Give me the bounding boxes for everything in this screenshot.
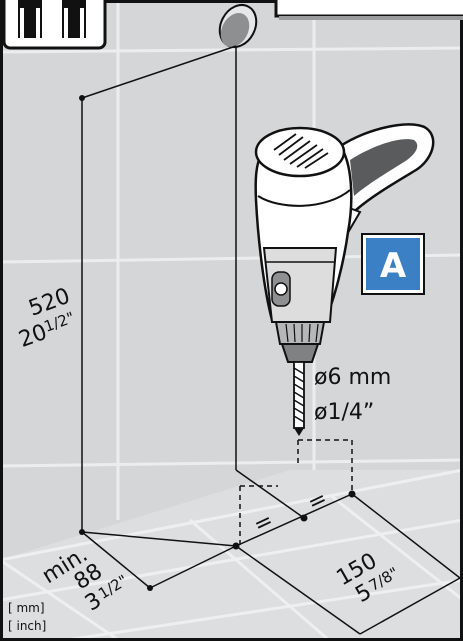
badge-letter: A	[380, 246, 407, 286]
wall-hole-icon	[218, 3, 258, 49]
drill-template	[239, 439, 353, 546]
unit-mm: [ mm]	[8, 601, 45, 615]
drill-diameter-mm: ø6 mm	[314, 365, 391, 390]
callout-box	[274, 0, 463, 20]
dimension-lines	[81, 45, 461, 635]
unit-inch: [ inch]	[8, 619, 46, 633]
two-person-icon	[2, 0, 107, 50]
floor-tiles	[0, 468, 463, 641]
drill-diameter-inch: ø1/4”	[314, 400, 374, 425]
dimension-dots	[79, 95, 356, 591]
variant-badge: A	[361, 233, 425, 295]
drill-icon	[254, 123, 435, 436]
badge-background	[366, 238, 420, 290]
